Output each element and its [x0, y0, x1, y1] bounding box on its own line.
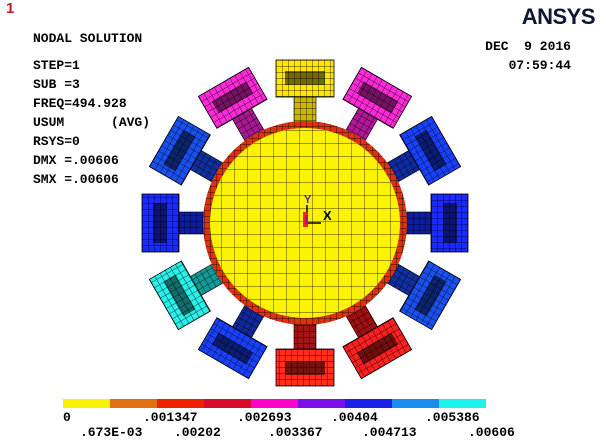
legend-label-top: .00404: [331, 410, 378, 425]
frequency-text: FREQ=494.928: [33, 96, 127, 111]
legend-label-bottom: .673E-03: [80, 425, 143, 440]
legend-label-top: .005386: [425, 410, 480, 425]
legend-label-bottom: .004713: [362, 425, 417, 440]
plot-time: 07:59:44: [508, 58, 571, 73]
smx-text: SMX =.00606: [33, 172, 119, 187]
legend-swatch: [392, 399, 439, 408]
stator-tooth: [197, 66, 268, 143]
ansys-logo: ANSYS: [521, 4, 596, 29]
step-text: STEP=1: [33, 58, 80, 73]
stator-tooth: [404, 193, 469, 253]
legend-swatch: [110, 399, 157, 408]
date-time-block: DEC 9 2016 07:59:44: [485, 37, 571, 75]
legend-swatch: [298, 399, 345, 408]
contour-legend-bar: [63, 399, 486, 408]
legend-label-top: 0: [63, 410, 71, 425]
stator-tooth: [342, 303, 413, 380]
stator-teeth: [141, 59, 469, 387]
stator-tooth: [342, 66, 413, 143]
legend-label-bottom: .00202: [174, 425, 221, 440]
legend-swatch: [251, 399, 298, 408]
stator-tooth: [385, 115, 462, 186]
plot-info-block: NODAL SOLUTION STEP=1 SUB =3 FREQ=494.92…: [33, 29, 150, 189]
legend-label-bottom: .00606: [468, 425, 515, 440]
plot-title: NODAL SOLUTION: [33, 31, 143, 46]
legend-swatch: [345, 399, 392, 408]
stator-tooth: [148, 115, 225, 186]
legend-label-bottom: .003367: [268, 425, 323, 440]
stator-tooth: [141, 193, 206, 253]
rsys-text: RSYS=0: [33, 134, 80, 149]
triad-y-label: Y: [304, 194, 312, 206]
stator-tooth: [148, 260, 225, 331]
stator-tooth: [275, 59, 335, 124]
dmx-text: DMX =.00606: [33, 153, 119, 168]
stator-tooth: [197, 303, 268, 380]
triad-x-label: X: [323, 208, 332, 223]
coordinate-triad: X Y: [303, 194, 332, 227]
stator-tooth: [275, 322, 335, 387]
legend-swatch: [157, 399, 204, 408]
plot-date: DEC 9 2016: [485, 39, 571, 54]
legend-label-top: .001347: [143, 410, 198, 425]
stator-tooth: [385, 260, 462, 331]
legend-swatch: [439, 399, 486, 408]
window-number: 1: [6, 0, 15, 17]
legend-swatch: [63, 399, 110, 408]
legend-label-top: .002693: [237, 410, 292, 425]
result-item-text: USUM (AVG): [33, 115, 151, 130]
legend-swatch: [204, 399, 251, 408]
substep-text: SUB =3: [33, 77, 80, 92]
